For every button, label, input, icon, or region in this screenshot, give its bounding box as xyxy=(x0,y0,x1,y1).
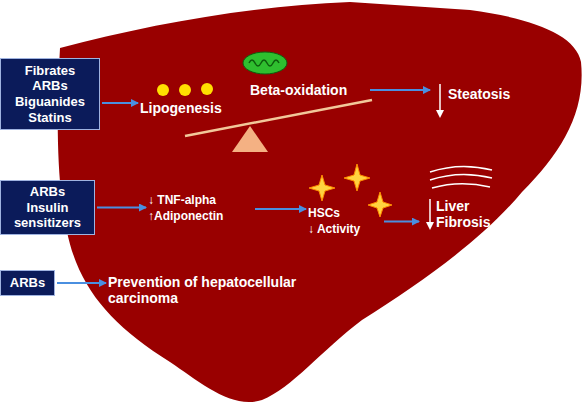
flow-arrow xyxy=(102,102,138,104)
liver-shape xyxy=(58,2,582,402)
flow-arrow xyxy=(57,282,106,284)
mitochondrion xyxy=(243,52,287,74)
effect-label: Liver Fibrosis xyxy=(421,198,499,230)
balance-fulcrum xyxy=(232,126,268,152)
drug-box: ARBs xyxy=(0,270,55,296)
lipid-droplet xyxy=(201,83,213,95)
effect-label: Steatosis xyxy=(432,86,532,102)
decrease-arrowhead xyxy=(436,110,444,118)
node-text: ARBs xyxy=(10,275,45,291)
node-text: Fibrates ARBs Biguanides Statins xyxy=(9,63,91,125)
outcome-label: Prevention of hepatocellular carcinoma xyxy=(108,274,313,306)
node-text: Beta-oxidation xyxy=(250,82,368,98)
sparkle xyxy=(309,175,335,201)
lipid-droplet xyxy=(179,84,191,96)
sparkle xyxy=(344,164,370,191)
mitochondrion-cristae xyxy=(249,60,279,66)
node-text: Liver Fibrosis xyxy=(436,198,496,230)
flow-arrow xyxy=(255,208,306,210)
node-text: Steatosis xyxy=(448,86,532,102)
decrease-arrowhead xyxy=(426,222,434,230)
node-text: Prevention of hepatocellular carcinoma xyxy=(108,274,313,306)
node-text: ARBs Insulin sensitizers xyxy=(8,184,88,231)
flow-arrow xyxy=(97,207,146,209)
process-label: Lipogenesis xyxy=(140,100,235,116)
flow-arrow xyxy=(384,221,419,223)
fibrosis-strands xyxy=(430,166,492,188)
cell-label: HSCs↓ Activity xyxy=(308,206,382,237)
mediator-label: ↓ TNF-alpha↑Adiponectin xyxy=(148,193,253,224)
lipid-droplet xyxy=(157,84,169,96)
node-text: HSCs xyxy=(308,206,382,222)
process-label: Beta-oxidation xyxy=(250,82,368,98)
node-text: ↓ Activity xyxy=(308,222,382,238)
node-text: Lipogenesis xyxy=(140,100,235,116)
decrease-arrow xyxy=(429,199,431,224)
decrease-arrow xyxy=(439,84,441,112)
flow-arrow xyxy=(370,89,430,91)
node-text: ↑Adiponectin xyxy=(148,209,253,225)
sparkle xyxy=(368,192,392,217)
drug-box: ARBs Insulin sensitizers xyxy=(0,180,95,235)
node-text: ↓ TNF-alpha xyxy=(148,193,253,209)
drug-box: Fibrates ARBs Biguanides Statins xyxy=(0,58,100,130)
